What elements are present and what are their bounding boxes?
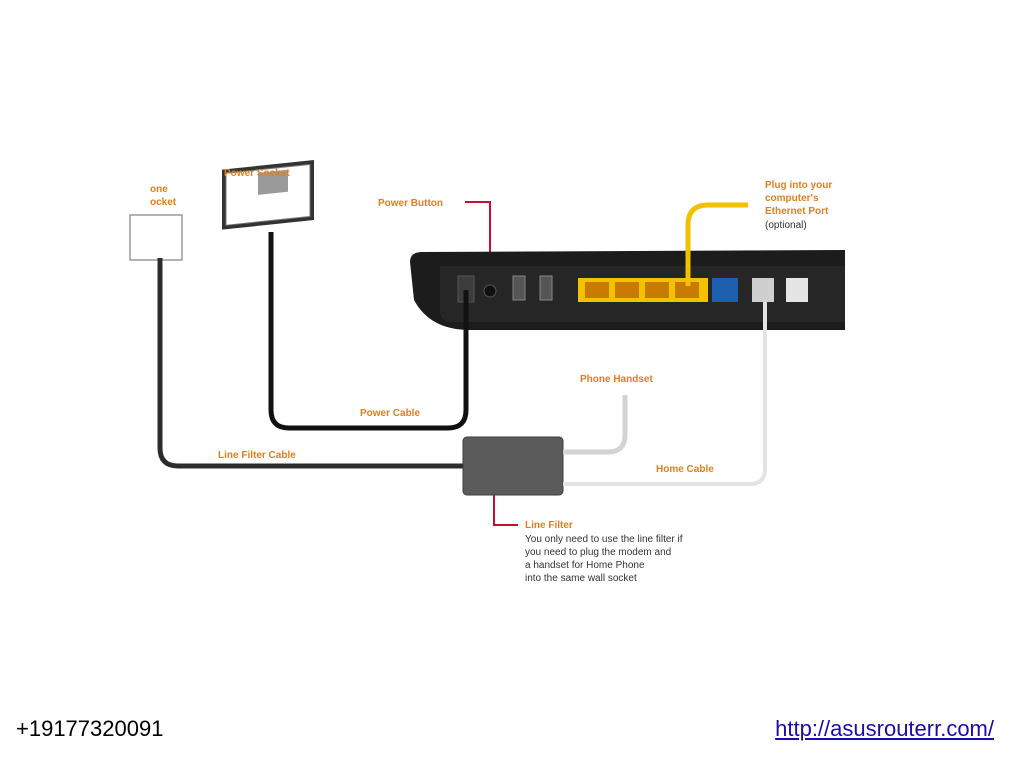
line-filter-cable-label: Line Filter Cable [218, 450, 296, 461]
power-button [483, 284, 497, 298]
line-filter-desc-1: You only need to use the line filter if [525, 534, 683, 545]
wall-socket-label-2: ocket [150, 197, 177, 208]
ethernet-cable [685, 202, 748, 286]
lan-port-4 [675, 282, 699, 298]
wan-port [712, 278, 738, 302]
power-cable-label: Power Cable [360, 408, 420, 419]
dsl-port [752, 278, 774, 302]
footer-phone: +19177320091 [16, 716, 164, 741]
home-cable [563, 302, 767, 486]
phone-handset-cable [563, 395, 628, 455]
ethernet-label-4: (optional) [765, 220, 807, 231]
phone-port [786, 278, 808, 302]
wall-socket [129, 214, 183, 261]
lan-port-3 [645, 282, 669, 298]
wall-socket-label: one [150, 184, 168, 195]
power-socket [222, 159, 314, 230]
phone-handset-label: Phone Handset [580, 374, 653, 385]
usb-port-2 [539, 275, 553, 301]
power-cable [268, 232, 469, 431]
ethernet-label-1: Plug into your [765, 180, 832, 191]
power-button-label: Power Button [378, 198, 443, 209]
line-filter [462, 436, 564, 496]
usb-port-1 [512, 275, 526, 301]
line-filter-desc-4: into the same wall socket [525, 573, 637, 584]
line-filter-cable [157, 258, 470, 469]
router [410, 250, 845, 330]
line-filter-desc-3: a handset for Home Phone [525, 560, 645, 571]
ethernet-label-3: Ethernet Port [765, 206, 829, 217]
line-filter-callout [493, 495, 518, 526]
lan-port-1 [585, 282, 609, 298]
line-filter-title: Line Filter [525, 520, 573, 531]
power-socket-label: Power Socket [224, 168, 290, 179]
line-filter-desc-2: you need to plug the modem and [525, 547, 671, 558]
lan-port-2 [615, 282, 639, 298]
ethernet-label-2: computer's [765, 193, 819, 204]
footer-link[interactable]: http://asusrouterr.com/ [775, 716, 994, 741]
home-cable-label: Home Cable [656, 464, 714, 475]
